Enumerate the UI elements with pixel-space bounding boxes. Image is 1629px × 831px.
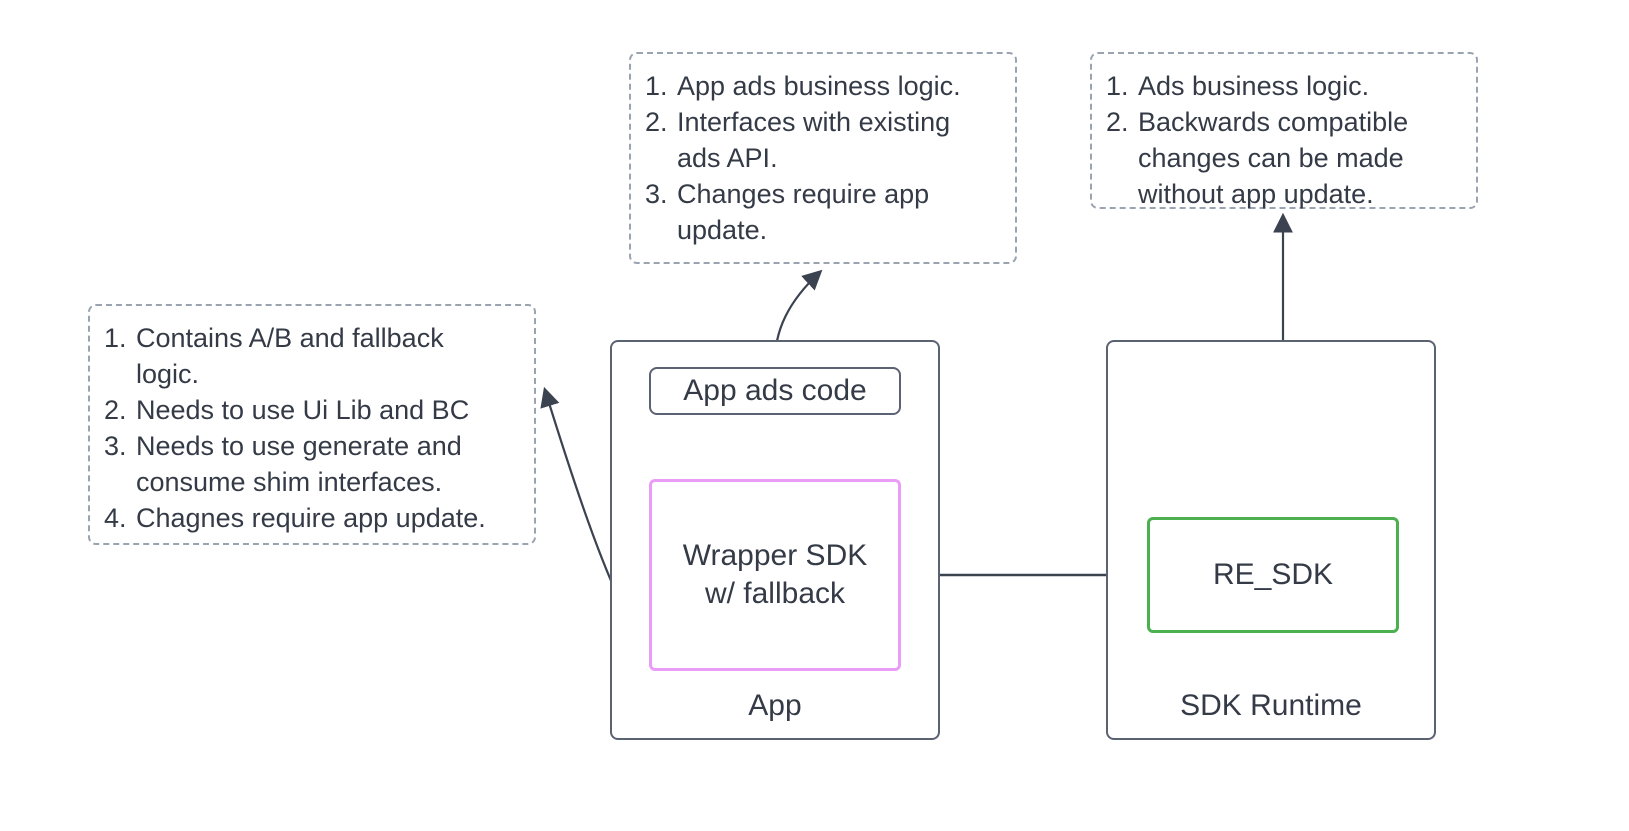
note-item: Needs to use Ui Lib and BC [104,392,470,428]
note-item: Chagnes require app update. [104,500,486,536]
note-item: Interfaces with existing ads API. [645,104,951,173]
note-item: Ads business logic. [1106,68,1370,104]
note-re-sdk: Ads business logic. Backwards compatible… [1090,52,1478,209]
note-item: App ads business logic. [645,68,961,104]
note-item: Changes require app update. [645,176,930,245]
node-app-ads-code: App ads code [649,367,901,415]
note-item: Backwards compatible changes can be made… [1106,104,1409,209]
container-app-label: App [748,689,802,722]
note-item: Contains A/B and fallback logic. [104,320,444,389]
container-sdk-runtime-label: SDK Runtime [1180,689,1362,722]
note-item: Needs to use generate and consume shim i… [104,428,462,497]
note-app-ads-code-list: App ads business logic. Interfaces with … [645,68,997,248]
note-wrapper-sdk: Contains A/B and fallback logic. Needs t… [88,304,536,545]
note-re-sdk-list: Ads business logic. Backwards compatible… [1106,68,1458,212]
node-re-sdk: RE_SDK [1147,517,1399,633]
note-wrapper-sdk-list: Contains A/B and fallback logic. Needs t… [104,320,516,536]
note-app-ads-code: App ads business logic. Interfaces with … [629,52,1017,264]
node-wrapper-sdk: Wrapper SDK w/ fallback [649,479,901,671]
